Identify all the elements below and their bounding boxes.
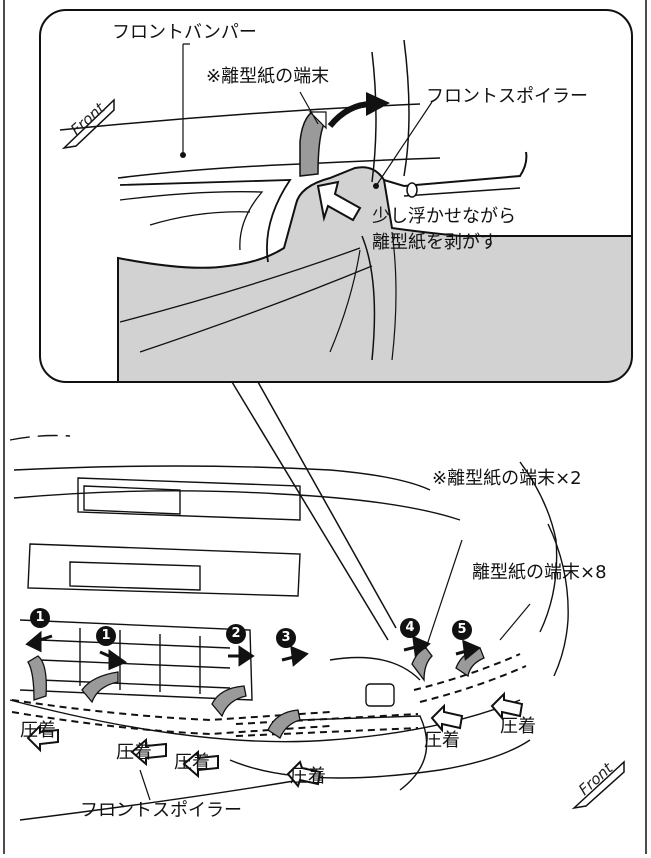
step-badge-1b: 1: [96, 626, 116, 646]
label-press-5: 圧着: [424, 730, 460, 751]
detail-inset: [39, 9, 633, 383]
step-badge-5: 5: [452, 620, 472, 640]
label-press-3: 圧着: [174, 752, 210, 773]
detail-frame: [39, 9, 633, 383]
front-arrow-top: [61, 98, 115, 150]
release-tabs: [27, 647, 485, 739]
label-press-4: 圧着: [290, 766, 326, 787]
spoiler-surface: [117, 166, 632, 382]
label-front-spoiler-bottom: フロントスポイラー: [80, 800, 242, 821]
label-press-6: 圧着: [500, 716, 536, 737]
front-arrow-bottom: [571, 760, 625, 810]
label-peel-line2: 離型紙を剥がす: [372, 232, 498, 253]
label-release-tip-x2: ※離型紙の端末×2: [432, 468, 582, 489]
step-badge-4: 4: [400, 618, 420, 638]
label-front-bumper: フロントバンパー: [112, 22, 257, 43]
step-badge-3: 3: [276, 628, 296, 648]
tape-outline: [11, 653, 527, 737]
label-press-2: 圧着: [116, 742, 152, 763]
press-arrows: [26, 691, 524, 789]
step-arrows: [25, 630, 481, 671]
label-release-tip-x8: 離型紙の端末×8: [472, 562, 607, 583]
step-badge-2: 2: [226, 624, 246, 644]
peel-direction-arrow: [316, 180, 362, 222]
label-peel-line1: 少し浮かせながら: [372, 206, 516, 227]
step-badge-1a: 1: [30, 608, 50, 628]
label-press-1: 圧着: [20, 720, 56, 741]
label-front-spoiler-top: フロントスポイラー: [426, 86, 588, 107]
label-release-tip: ※離型紙の端末: [206, 66, 330, 87]
